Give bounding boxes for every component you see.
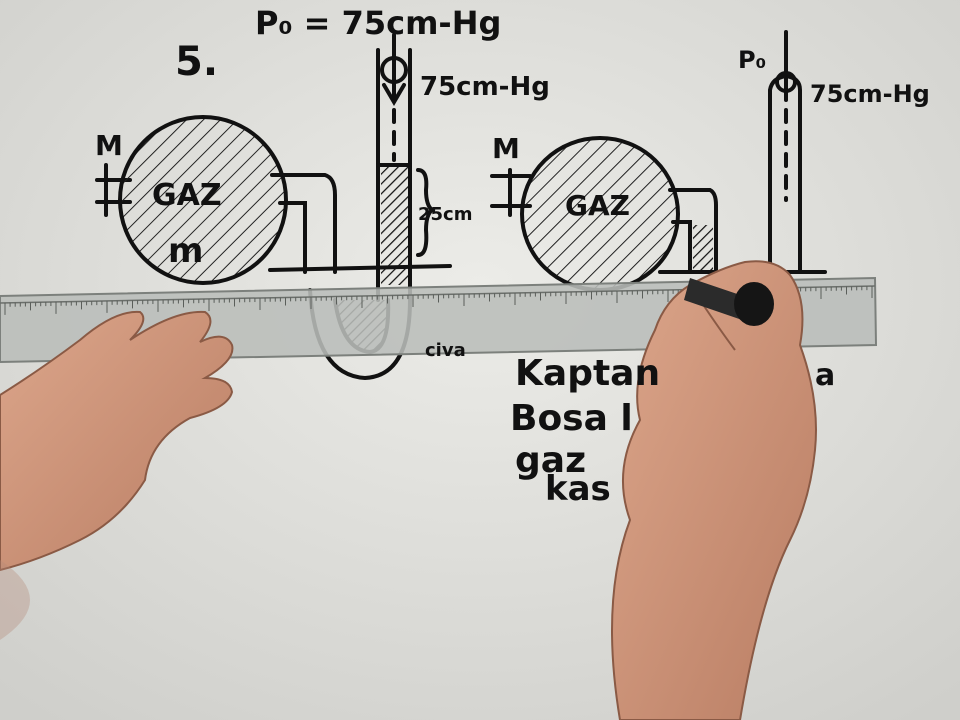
left-valve-label: M — [95, 129, 123, 162]
left-bottom-text: civa — [425, 340, 466, 361]
note-line-4: kas — [545, 469, 611, 509]
right-bulb-label: GAZ — [565, 189, 630, 222]
note-line-3: gaz — [515, 440, 586, 481]
left-bulb-label: GAZ — [152, 178, 222, 213]
marker-pen — [684, 278, 774, 326]
left-column-height: 25cm — [418, 204, 472, 225]
left-tube-pressure: 75cm-Hg — [420, 72, 550, 102]
problem-number: 5. — [175, 39, 218, 85]
note-line-1-end: a — [815, 358, 835, 393]
right-tube-pressure: 75cm-Hg — [810, 80, 930, 108]
title-pressure: P₀ = 75cm-Hg — [255, 4, 501, 42]
left-mass-label: m — [168, 231, 203, 271]
mercury-column — [381, 165, 408, 285]
left-gas-bulb — [118, 115, 288, 285]
right-valve-label: M — [492, 132, 520, 165]
note-line-1: Kaptan — [515, 353, 660, 394]
note-line-2: Bosa l — [510, 398, 633, 439]
right-hand — [611, 260, 817, 720]
left-hand — [0, 310, 234, 640]
right-tube-label: P₀ — [738, 46, 766, 74]
